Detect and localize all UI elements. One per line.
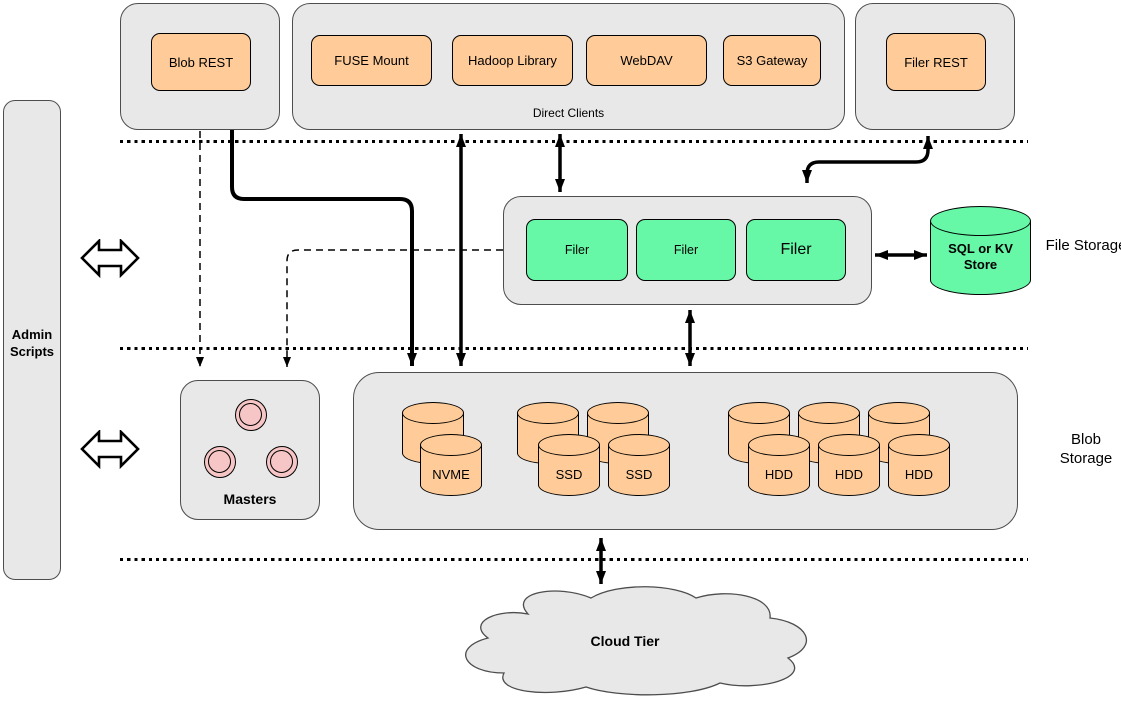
master-ring-icon <box>204 446 236 478</box>
tier-separator-bottom <box>120 558 1028 561</box>
filer-rest-group: Filer REST <box>855 3 1015 130</box>
fuse-mount-node: FUSE Mount <box>311 35 432 86</box>
cloud-tier-shape: Cloud Tier <box>465 586 808 696</box>
masters-label: Masters <box>223 491 277 507</box>
blob-rest-label: Blob REST <box>168 54 234 70</box>
hdd-label: HDD <box>904 467 934 482</box>
arrow-blobrest-to-blobstorage <box>230 130 417 366</box>
filer-rest-label: Filer REST <box>904 54 968 70</box>
blob-rest-group: Blob REST <box>120 3 280 130</box>
filer-label: Filer <box>780 241 812 258</box>
bidirectional-arrow-icon <box>80 430 140 470</box>
sql-kv-store-label: SQL or KV Store <box>948 241 1013 273</box>
blob-storage-section-label: Blob Storage <box>1059 431 1113 467</box>
tier-separator-top <box>120 140 1028 143</box>
filer-node: Filer <box>636 219 736 281</box>
blob-rest-node: Blob REST <box>151 33 251 91</box>
hdd-volume-cylinder: HDD <box>818 434 880 496</box>
tier-separator-middle <box>120 347 1028 350</box>
sql-kv-store-cylinder: SQL or KV Store <box>930 206 1031 297</box>
webdav-node: WebDAV <box>586 35 707 86</box>
filer-label: Filer <box>564 243 590 257</box>
file-storage-section-label: File Storage <box>1045 237 1121 254</box>
ssd-volume-cylinder: SSD <box>608 434 670 496</box>
webdav-label: WebDAV <box>620 53 673 68</box>
nvme-label: NVME <box>432 467 470 482</box>
filer-rest-node: Filer REST <box>886 33 986 91</box>
filer-label: Filer <box>673 243 699 257</box>
ssd-label: SSD <box>625 467 653 482</box>
hdd-label: HDD <box>834 467 864 482</box>
master-ring-icon <box>266 446 298 478</box>
filer-node: Filer <box>746 219 846 281</box>
hadoop-library-label: Hadoop Library <box>468 53 557 68</box>
cloud-tier-label: Cloud Tier <box>591 633 661 649</box>
direct-clients-group: FUSE Mount Hadoop Library WebDAV S3 Gate… <box>292 3 845 130</box>
direct-clients-caption: Direct Clients <box>532 106 605 120</box>
arrow-filerrest-filers <box>802 136 933 183</box>
cylinder-top <box>930 206 1031 236</box>
master-ring-icon <box>235 399 267 431</box>
filer-node: Filer <box>526 219 628 281</box>
bidirectional-arrow-icon <box>80 239 140 279</box>
admin-scripts-label: Admin Scripts <box>9 327 55 359</box>
hdd-volume-cylinder: HDD <box>888 434 950 496</box>
admin-scripts-panel: Admin Scripts <box>3 100 61 580</box>
fuse-mount-label: FUSE Mount <box>334 53 409 68</box>
ssd-volume-cylinder: SSD <box>538 434 600 496</box>
hdd-label: HDD <box>764 467 794 482</box>
s3-gateway-label: S3 Gateway <box>736 53 808 68</box>
hdd-volume-cylinder: HDD <box>748 434 810 496</box>
s3-gateway-node: S3 Gateway <box>723 35 821 86</box>
ssd-label: SSD <box>555 467 583 482</box>
nvme-volume-cylinder: NVME <box>420 434 482 496</box>
hadoop-library-node: Hadoop Library <box>452 35 573 86</box>
masters-group: Masters <box>180 380 320 520</box>
filer-cluster-group: Filer Filer Filer <box>503 196 872 305</box>
